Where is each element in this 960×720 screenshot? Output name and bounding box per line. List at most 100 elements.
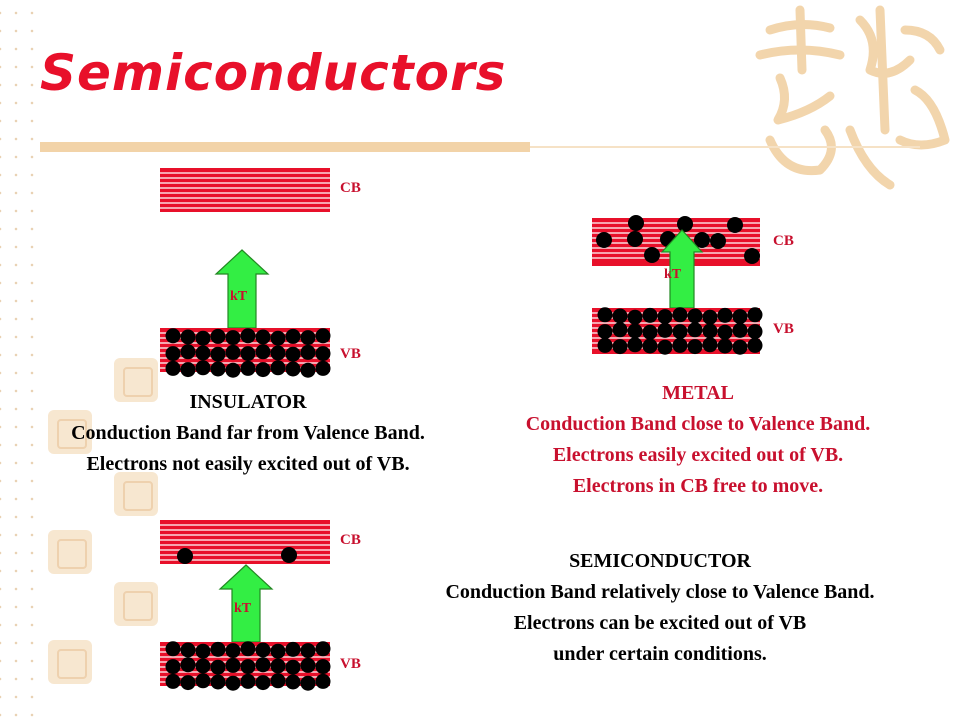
electron	[165, 360, 181, 376]
electron	[717, 324, 733, 340]
electron	[195, 673, 211, 689]
page-title: Semiconductors	[40, 44, 507, 102]
electron	[300, 675, 316, 691]
electron	[285, 659, 301, 675]
metal-line-1: Conduction Band close to Valence Band.	[525, 413, 871, 435]
stamp-icon	[114, 582, 158, 626]
electron	[687, 322, 703, 338]
electron	[240, 328, 256, 344]
electron	[285, 674, 301, 690]
electron	[642, 338, 658, 354]
electron	[747, 324, 763, 340]
electron	[315, 673, 331, 689]
electron	[732, 339, 748, 355]
electron	[300, 344, 316, 360]
electron	[315, 659, 331, 675]
electron	[300, 657, 316, 673]
electron	[285, 346, 301, 362]
stamp-icon	[48, 530, 92, 574]
electron	[180, 675, 196, 691]
electron	[627, 323, 643, 339]
electron	[596, 232, 612, 248]
electron	[195, 360, 211, 376]
electron	[270, 658, 286, 674]
insulator-energy-arrow: kT	[214, 249, 270, 329]
electron	[180, 362, 196, 378]
electron	[255, 657, 271, 673]
electron	[180, 657, 196, 673]
electron	[732, 309, 748, 325]
semiconductor-line-3: under certain conditions.	[553, 643, 767, 665]
metal-cb-label: CB	[773, 233, 794, 249]
electron	[597, 307, 613, 323]
electron	[165, 673, 181, 689]
electron	[627, 231, 643, 247]
electron	[702, 323, 718, 339]
metal-kt-label: kT	[664, 267, 682, 282]
semiconductor-caption: SEMICONDUCTOR Conduction Band relatively…	[380, 546, 940, 670]
semiconductor-line-1: Conduction Band relatively close to Vale…	[445, 581, 875, 603]
electron	[627, 309, 643, 325]
electron	[710, 233, 726, 249]
metal-diagram: CB kT VB	[592, 215, 794, 355]
electron	[717, 338, 733, 354]
electron	[612, 322, 628, 338]
semiconductor-vb-electrons	[165, 641, 331, 691]
electron	[255, 329, 271, 345]
electron	[165, 328, 181, 344]
electron	[687, 308, 703, 324]
electron	[644, 247, 660, 263]
electron	[255, 642, 271, 658]
margin-dot-pattern	[0, 0, 40, 720]
electron	[177, 548, 193, 564]
electron	[694, 232, 710, 248]
electron	[210, 641, 226, 657]
electron	[270, 345, 286, 361]
insulator-vb-label: VB	[340, 346, 361, 362]
metal-heading: METAL	[662, 382, 734, 404]
electron	[210, 346, 226, 362]
metal-caption: METAL Conduction Band close to Valence B…	[468, 378, 928, 502]
electron	[628, 215, 644, 231]
electron	[717, 307, 733, 323]
calligraphy-seal-icon	[755, 5, 950, 190]
electron	[195, 658, 211, 674]
electron	[270, 643, 286, 659]
semiconductor-vb-label: VB	[340, 656, 361, 672]
electron	[315, 360, 331, 376]
electron	[240, 360, 256, 376]
electron	[180, 642, 196, 658]
insulator-line-1: Conduction Band far from Valence Band.	[71, 422, 425, 444]
electron	[255, 675, 271, 691]
electron	[612, 308, 628, 324]
electron	[285, 328, 301, 344]
electron	[255, 362, 271, 378]
electron	[225, 362, 241, 378]
electron	[300, 330, 316, 346]
electron	[744, 248, 760, 264]
electron	[627, 337, 643, 353]
insulator-valence-band	[160, 328, 331, 378]
title-underline-extension	[530, 146, 920, 148]
electron	[672, 337, 688, 353]
electron	[225, 643, 241, 659]
electron	[300, 643, 316, 659]
electron	[210, 659, 226, 675]
electron	[747, 307, 763, 323]
electron	[702, 337, 718, 353]
electron	[657, 322, 673, 338]
electron	[642, 324, 658, 340]
electron	[180, 344, 196, 360]
electron	[612, 339, 628, 355]
electron	[225, 330, 241, 346]
electron	[240, 659, 256, 675]
electron	[165, 641, 181, 657]
semiconductor-energy-arrow: kT	[218, 564, 274, 643]
insulator-line-2: Electrons not easily excited out of VB.	[86, 453, 410, 475]
electron	[315, 346, 331, 362]
electron	[727, 217, 743, 233]
insulator-heading: INSULATOR	[189, 391, 307, 413]
semiconductor-conduction-band	[160, 520, 330, 564]
electron	[225, 344, 241, 360]
